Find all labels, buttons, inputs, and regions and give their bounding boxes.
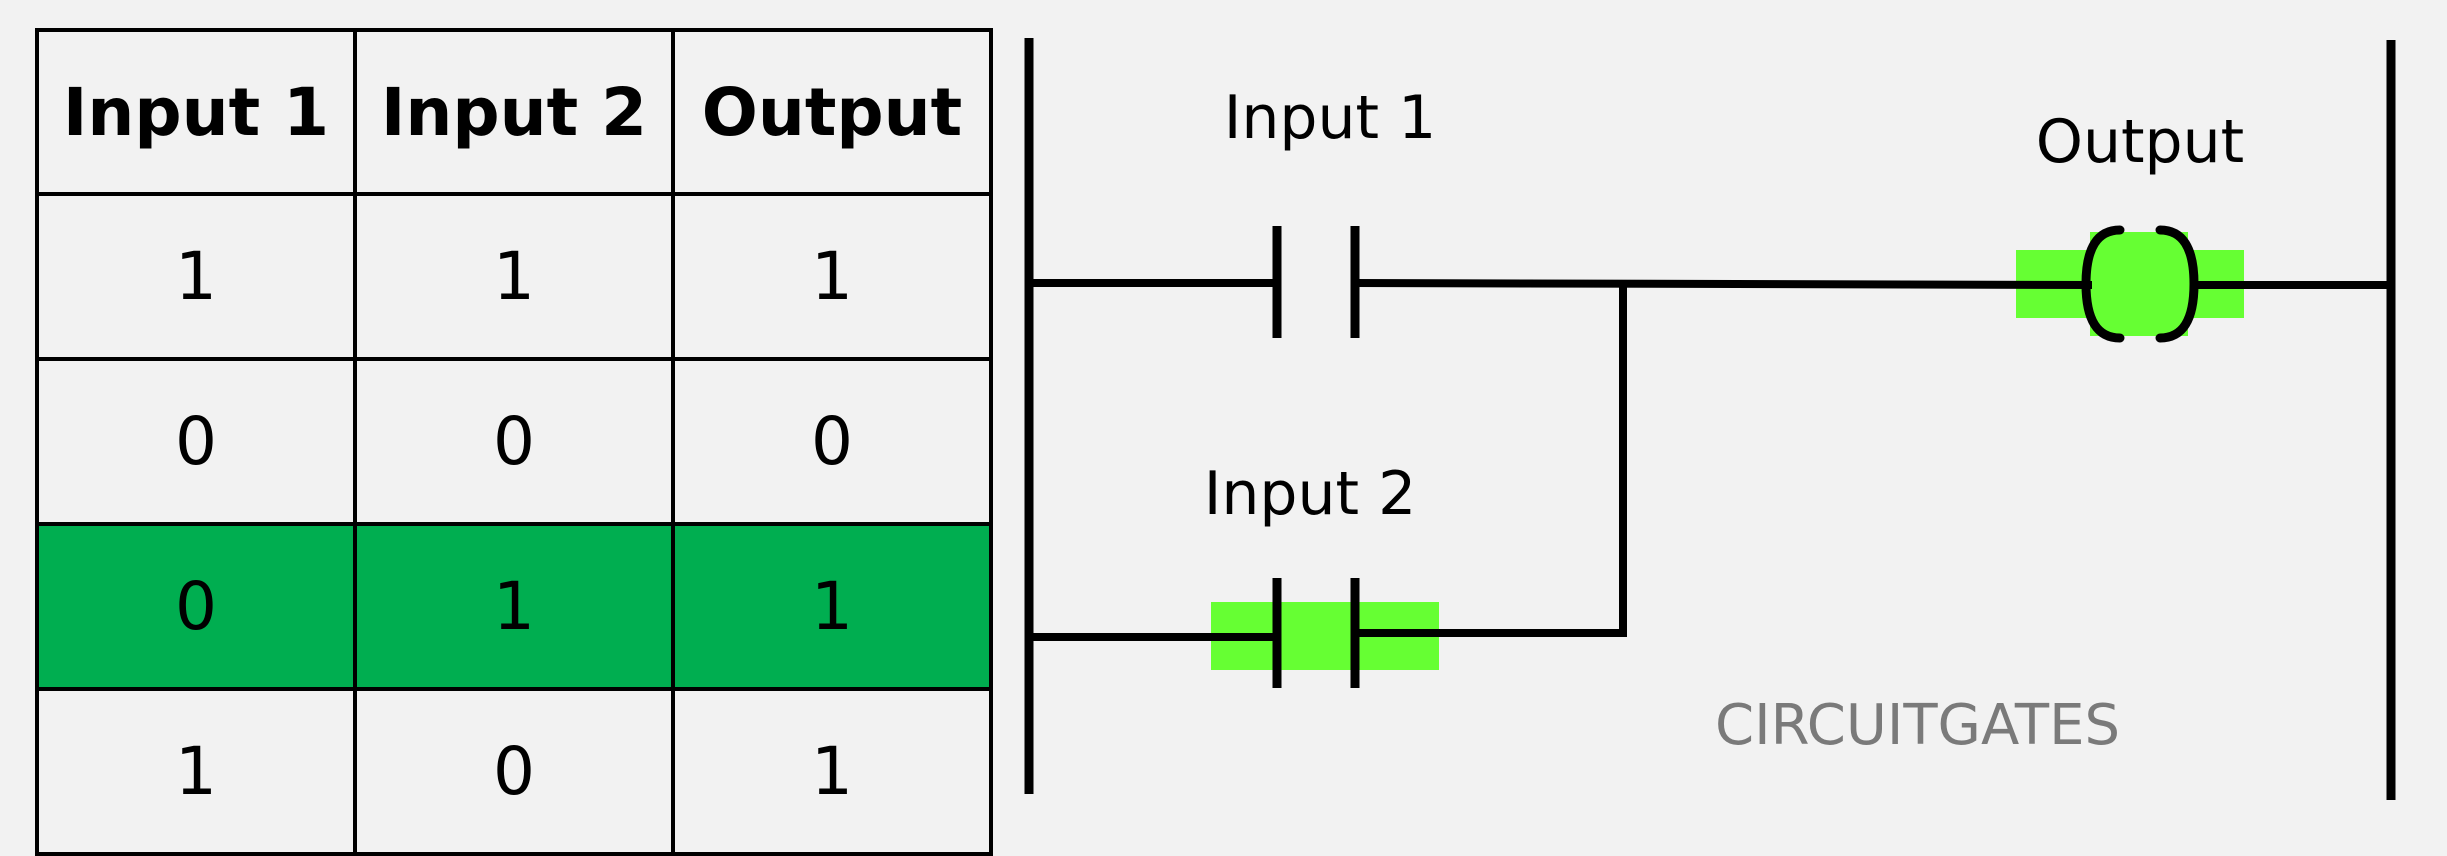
header-output: Output (671, 28, 993, 196)
input-2-contact (1272, 578, 1360, 688)
table-row: 0 0 0 (35, 357, 993, 526)
cell-input-1: 1 (35, 192, 357, 361)
table-row: 1 0 1 (35, 687, 993, 856)
cell-output: 0 (671, 357, 993, 526)
input-2-label: Input 2 (1204, 459, 1417, 529)
table-header-row: Input 1 Input 2 Output (35, 28, 993, 196)
cell-input-2: 0 (353, 687, 675, 856)
table-row: 1 1 1 (35, 192, 993, 361)
header-input-1: Input 1 (35, 28, 357, 196)
header-input-2: Input 2 (353, 28, 675, 196)
cell-input-2: 0 (353, 357, 675, 526)
cell-output: 1 (671, 687, 993, 856)
output-coil (2081, 225, 2199, 343)
truth-table: Input 1 Input 2 Output 1 1 1 0 0 0 0 1 1… (35, 28, 993, 856)
rung-1-wire-middle (1354, 279, 2093, 289)
cell-input-2: 1 (353, 522, 675, 691)
cell-input-2: 1 (353, 192, 675, 361)
cell-input-1: 0 (35, 522, 357, 691)
cell-output: 1 (671, 522, 993, 691)
table-row: 0 1 1 (35, 522, 993, 691)
input-1-label: Input 1 (1224, 83, 1437, 153)
cell-output: 1 (671, 192, 993, 361)
cell-input-1: 1 (35, 687, 357, 856)
watermark-logo: CIRCUITGATES (1715, 693, 2120, 758)
cell-input-1: 0 (35, 357, 357, 526)
output-coil-inner-highlight (2090, 232, 2188, 336)
output-label: Output (2036, 107, 2244, 177)
input-1-contact (1272, 226, 1360, 338)
